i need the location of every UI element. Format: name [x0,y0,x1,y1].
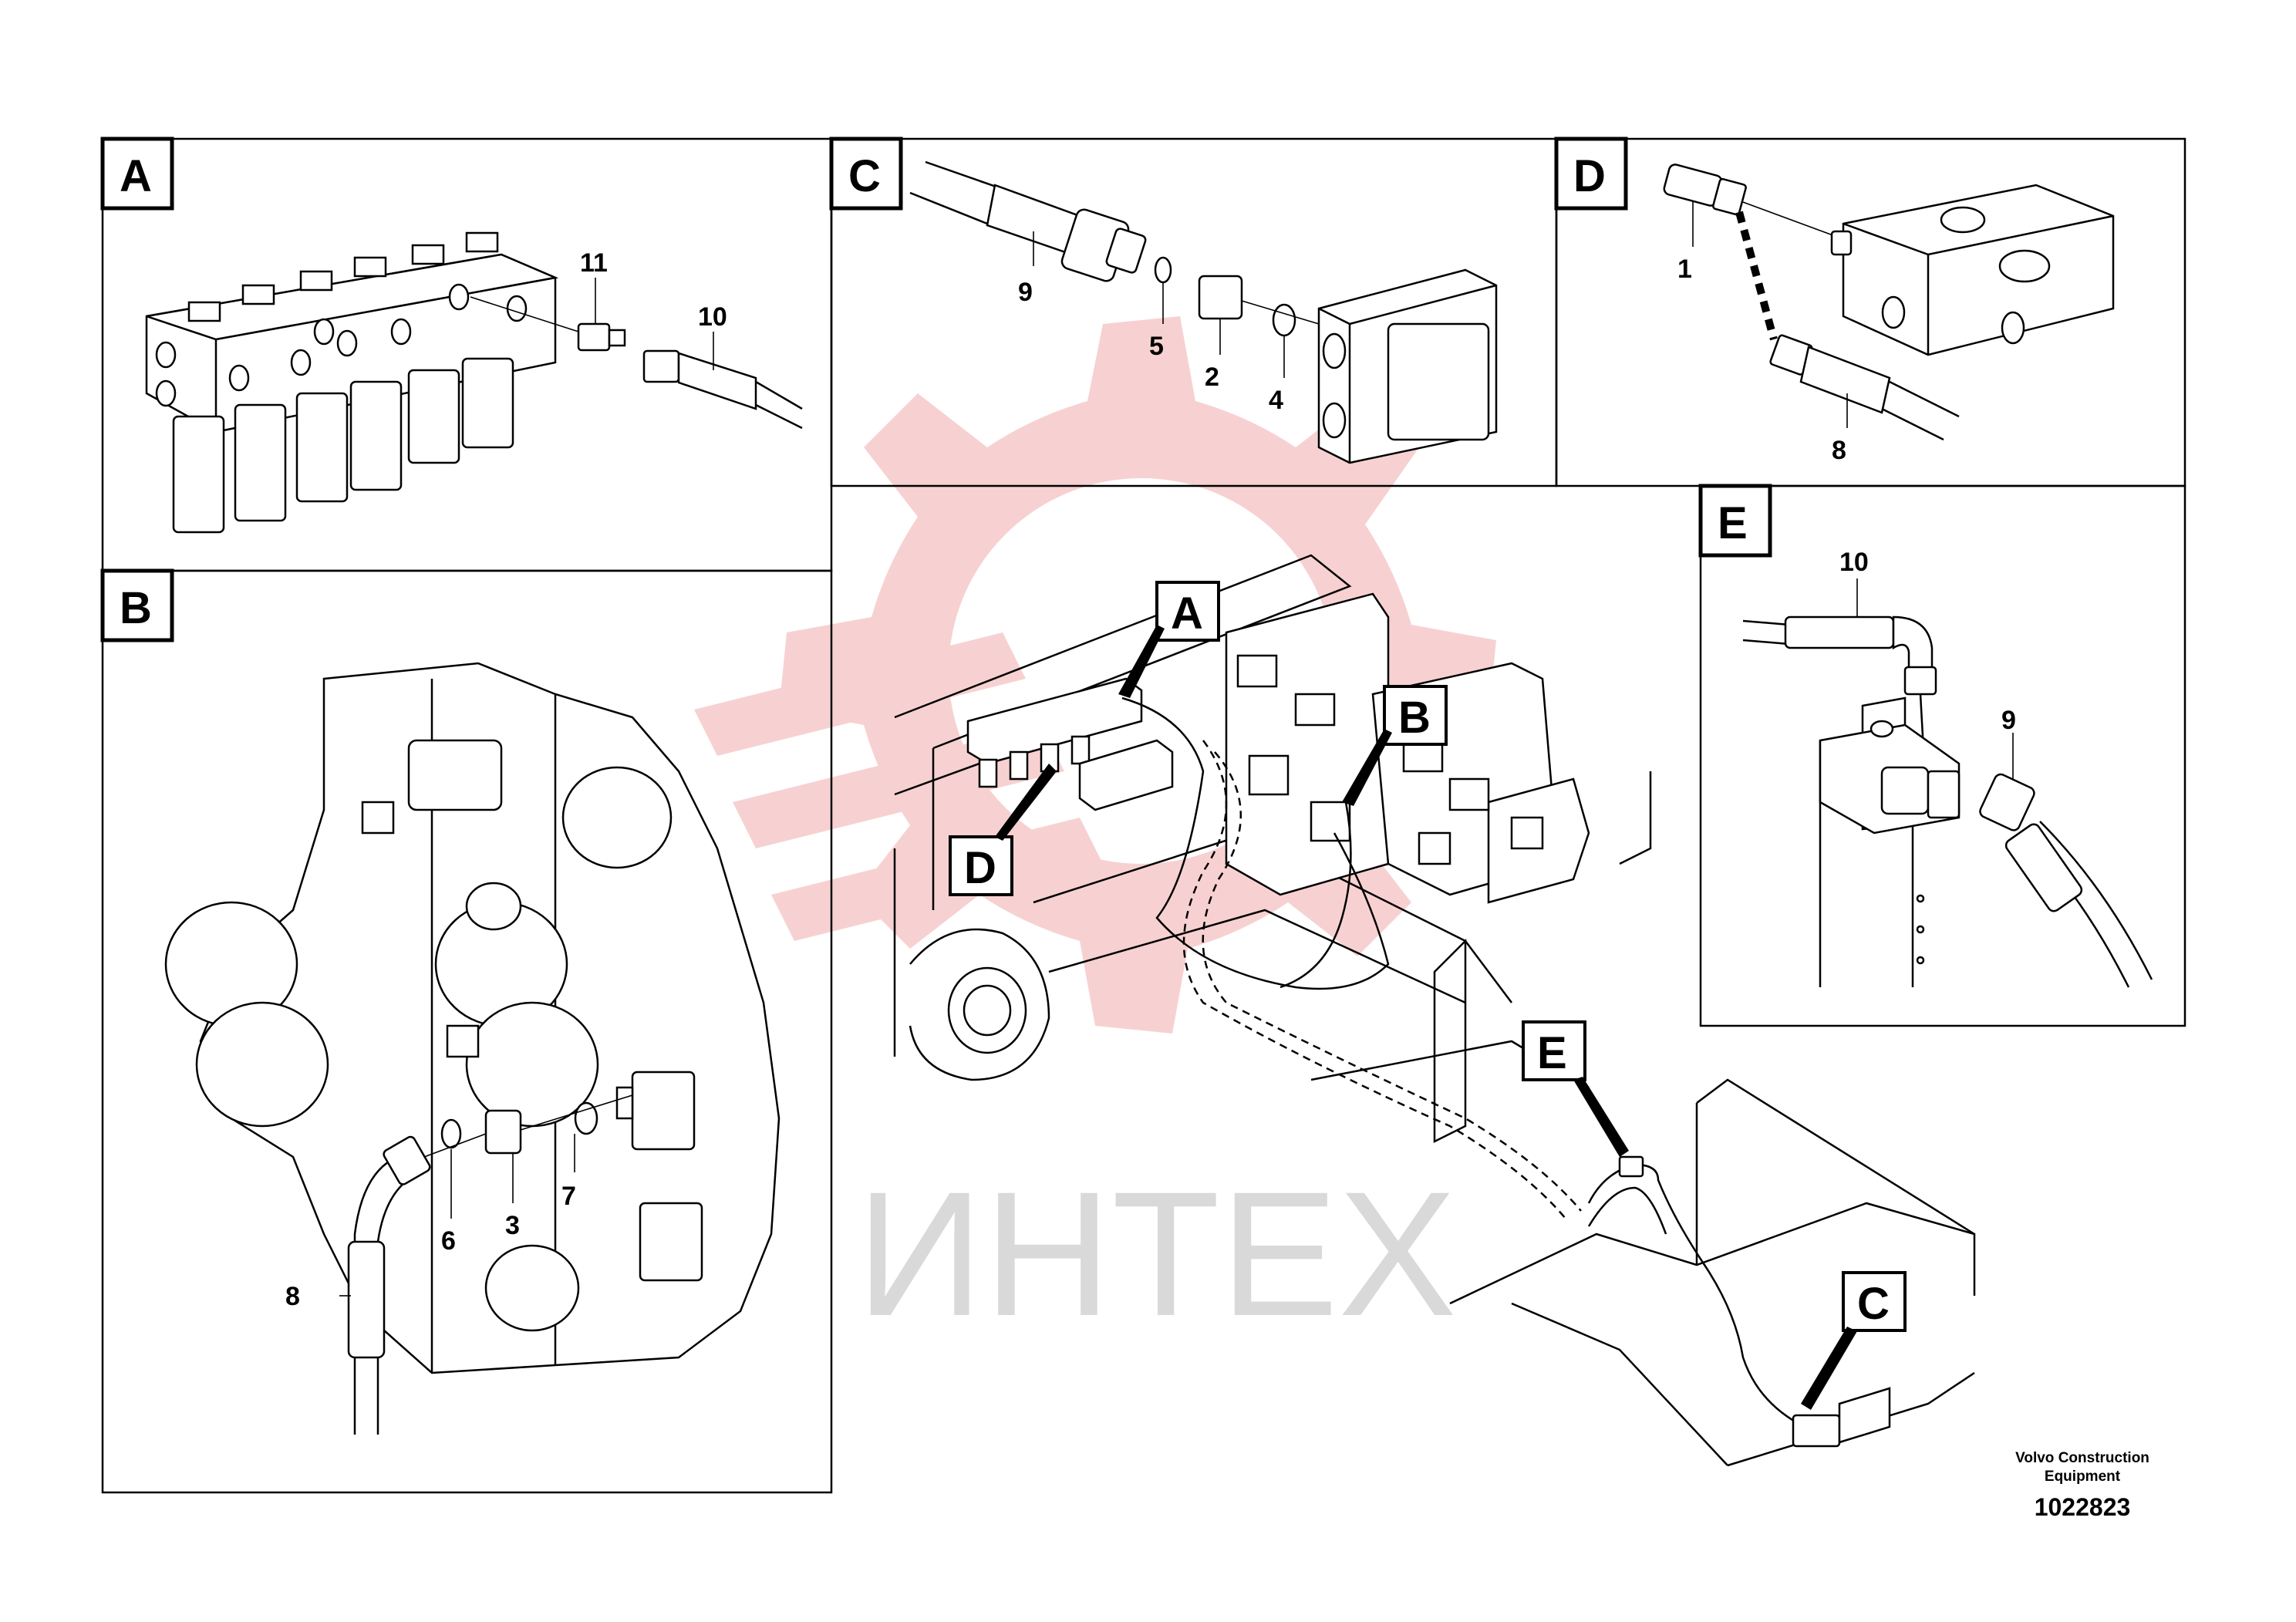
callout-b-6: 6 [441,1226,456,1256]
svg-text:D: D [964,843,996,893]
overview-view: A B D E C [893,554,1976,1467]
valve-block-a [145,231,803,534]
callout-e-10: 10 [1839,548,1869,577]
overview-manifold [966,677,1174,811]
hose-e-loop [1587,1186,1667,1235]
callout-c-2: 2 [1205,363,1219,392]
hose-hidden-2 [1202,751,1582,1212]
svg-text:C: C [1857,1279,1890,1329]
hose-assembly-c [909,160,1498,464]
panel-c: C 9 5 2 4 [829,137,1558,487]
footer: Volvo Construction Equipment 1022823 [2015,1450,2149,1521]
callout-leaders-c [1033,231,1285,378]
callout-d-1: 1 [1677,255,1692,284]
callout-leaders-b [339,1134,575,1297]
panel-b-letter: B [120,583,152,633]
hose-assembly-d [1663,164,2115,441]
footer-drawing-number: 1022823 [2035,1493,2131,1521]
overview-label-a: A [1118,581,1220,698]
footer-company-line1: Volvo Construction [2015,1450,2149,1466]
hose-a [1121,696,1390,990]
callout-c-5: 5 [1149,332,1164,361]
panel-d: D 1 8 [1554,137,2186,487]
callout-a-10: 10 [698,302,727,332]
callout-d-8: 8 [1832,436,1846,465]
overview-label-e: E [1522,1020,1629,1157]
svg-text:B: B [1398,693,1431,743]
panel-e-letter: E [1718,498,1748,548]
footer-company-line2: Equipment [2045,1469,2121,1485]
callout-e-9: 9 [2001,706,2016,735]
callout-c-4: 4 [1269,386,1283,415]
callout-leaders-e [1856,578,2014,779]
svg-text:A: A [1171,588,1203,639]
overview-label-b: B [1342,685,1448,806]
callout-c-9: 9 [1018,278,1033,307]
callout-b-3: 3 [505,1211,520,1240]
callout-leaders-d [1692,201,1848,428]
panel-a-letter: A [120,151,152,201]
control-valve-b [164,662,781,1374]
callout-b-8: 8 [285,1282,300,1311]
hose-assembly-e [1742,615,2153,988]
svg-text:E: E [1537,1028,1567,1078]
overview-label-c: C [1801,1271,1907,1410]
callout-leaders-a [595,278,714,370]
panel-d-letter: D [1573,151,1606,201]
panel-e: E 10 9 [1698,484,2186,1027]
panel-a: A [100,137,833,572]
panel-c-letter: C [848,151,881,201]
watermark-text: ИНТЕХ [856,1155,1457,1353]
panel-b: B [100,568,833,1494]
hose-b [1279,801,1352,989]
callout-b-7: 7 [561,1182,576,1211]
hose-fittings-b [347,1094,633,1435]
callout-a-11: 11 [580,248,608,278]
overview-label-d: D [949,764,1057,896]
